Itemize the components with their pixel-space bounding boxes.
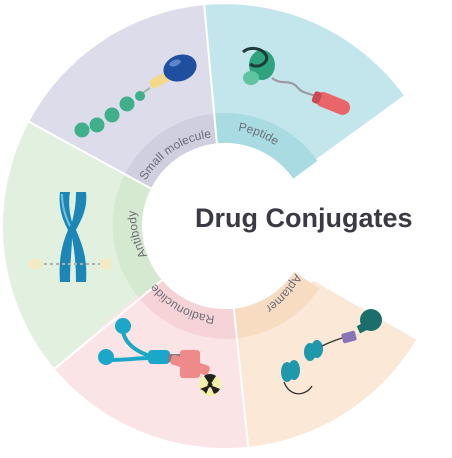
segment-aptamer-band xyxy=(233,271,320,339)
center-title: Drug Conjugates xyxy=(195,203,413,233)
aptamer-illustration xyxy=(281,309,382,395)
peptide-illustration xyxy=(242,46,351,115)
segment-dividers xyxy=(28,4,250,447)
segment-antibody-band xyxy=(112,175,163,298)
segment-radionuclide-band xyxy=(138,280,237,339)
segment-peptide-band xyxy=(213,112,318,179)
antibody-illustration xyxy=(30,192,112,282)
center-hole xyxy=(142,143,308,309)
segment-small-molecule-band xyxy=(124,113,217,189)
radionuclide-illustration xyxy=(98,318,221,396)
small-molecule-illustration xyxy=(74,54,197,138)
